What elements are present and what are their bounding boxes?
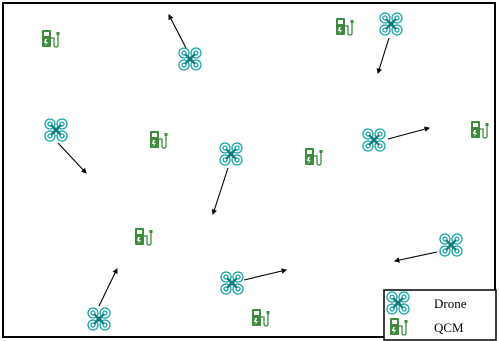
diagram-frame (2, 2, 496, 338)
drone-icon (438, 232, 464, 258)
motion-arrow (57, 142, 87, 174)
legend-drone-label: Drone (434, 296, 467, 311)
motion-arrow (376, 37, 390, 75)
motion-arrow (168, 14, 187, 49)
charging-station-icon (304, 147, 324, 166)
drone-icon (86, 306, 112, 332)
legend-qcm-label: QCM (434, 320, 464, 335)
qcm-stations (41, 17, 490, 327)
drone-icon (219, 270, 245, 296)
drone-icon (378, 11, 404, 37)
charging-station-icon (149, 130, 169, 149)
charging-station-icon (41, 29, 61, 48)
drone-icon (43, 117, 69, 143)
drone-icon (218, 141, 244, 167)
charging-station-icon (470, 120, 490, 139)
drones (43, 11, 464, 332)
motion-arrow (243, 268, 288, 281)
motion-arrow (393, 251, 438, 263)
legend: Drone QCM (383, 289, 497, 341)
motion-arrows (57, 14, 438, 307)
motion-arrow (98, 268, 118, 307)
charging-station-icon (134, 227, 154, 246)
drone-icon (177, 46, 203, 72)
charging-station-icon (251, 308, 271, 327)
motion-arrow (387, 126, 431, 140)
motion-arrow (211, 167, 229, 216)
charging-station-icon (335, 17, 355, 36)
drone-icon (361, 127, 387, 153)
